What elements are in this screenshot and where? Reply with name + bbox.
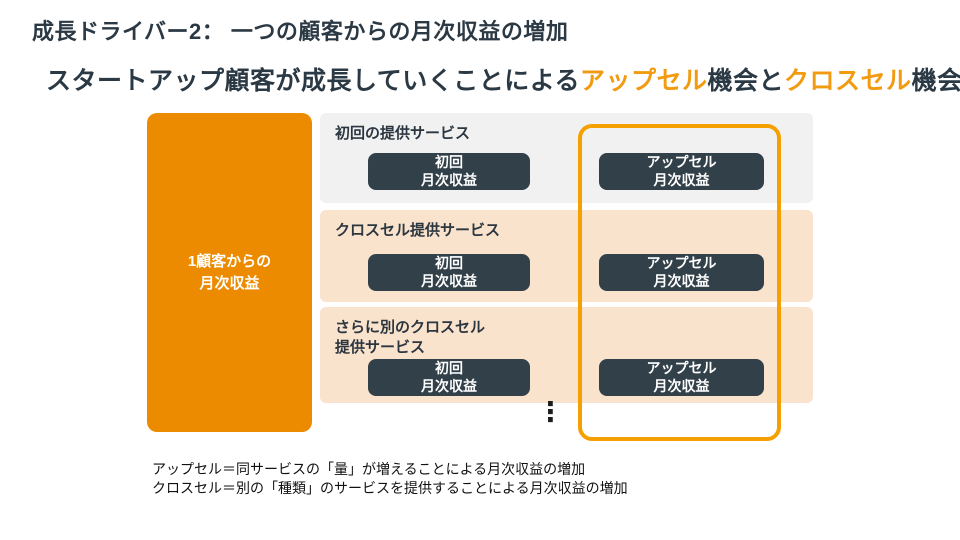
row-label-line2: 提供サービス <box>335 338 426 356</box>
service-row-initial: 初回の提供サービス 初回 月次収益 アップセル 月次収益 <box>320 113 813 203</box>
pill-line2: 月次収益 <box>421 272 477 289</box>
upsell-monthly-revenue-pill: アップセル 月次収益 <box>599 153 764 190</box>
subtitle-highlight-crosssell: クロスセル <box>784 67 912 95</box>
footnote-crosssell-definition: クロスセル＝別の「種類」のサービスを提供することによる月次収益の増加 <box>152 479 628 496</box>
subtitle-suffix: 機会 <box>911 67 960 95</box>
pill-line2: 月次収益 <box>421 377 477 394</box>
pill-line2: 月次収益 <box>653 377 710 394</box>
row-label: 初回の提供サービス <box>335 124 470 144</box>
slide-subtitle: スタートアップ顧客が成長していくことによるアップセル機会とクロスセル機会 <box>46 61 960 97</box>
subtitle-mid: 機会と <box>707 67 785 95</box>
pill-line1: 初回 <box>435 153 463 170</box>
subtitle-prefix: スタートアップ顧客が成長していくことによる <box>46 67 581 95</box>
initial-monthly-revenue-pill: 初回 月次収益 <box>368 359 530 396</box>
upsell-column-highlight-frame <box>578 124 781 441</box>
row-label: クロスセル提供サービス <box>335 221 500 241</box>
pill-line2: 月次収益 <box>421 171 477 188</box>
service-row-crosssell: クロスセル提供サービス 初回 月次収益 アップセル 月次収益 <box>320 210 813 302</box>
pill-line1: アップセル <box>646 359 717 376</box>
pill-line2: 月次収益 <box>653 272 710 289</box>
footnotes: アップセル＝同サービスの「量」が増えることによる月次収益の増加 クロスセル＝別の… <box>152 460 628 498</box>
subtitle-highlight-upsell: アップセル <box>580 67 708 95</box>
upsell-monthly-revenue-pill: アップセル 月次収益 <box>599 254 764 291</box>
row-label-line1: 初回の提供サービス <box>335 125 471 142</box>
initial-monthly-revenue-pill: 初回 月次収益 <box>368 254 530 291</box>
initial-monthly-revenue-pill: 初回 月次収益 <box>368 153 530 190</box>
pill-line1: 初回 <box>435 254 463 271</box>
vertical-ellipsis-icon: ⋮ <box>537 397 564 427</box>
pill-line1: アップセル <box>646 153 717 170</box>
pill-line2: 月次収益 <box>653 171 710 188</box>
footnote-upsell-definition: アップセル＝同サービスの「量」が増えることによる月次収益の増加 <box>152 461 586 477</box>
upsell-monthly-revenue-pill: アップセル 月次収益 <box>599 359 764 396</box>
service-row-another-crosssell: さらに別のクロスセル 提供サービス 初回 月次収益 アップセル 月次収益 <box>320 307 813 403</box>
slide-title: 成長ドライバー2： 一つの顧客からの月次収益の増加 <box>32 19 569 44</box>
left-box-line1: 1顧客からの <box>187 252 272 270</box>
pill-line1: アップセル <box>646 254 717 271</box>
monthly-revenue-per-customer-box: 1顧客からの 月次収益 <box>147 113 312 432</box>
row-label-line1: クロスセル提供サービス <box>335 222 501 239</box>
row-label: さらに別のクロスセル 提供サービス <box>335 318 485 357</box>
pill-line1: 初回 <box>435 359 463 376</box>
row-label-line1: さらに別のクロスセル <box>335 319 486 336</box>
left-box-line2: 月次収益 <box>199 274 260 292</box>
